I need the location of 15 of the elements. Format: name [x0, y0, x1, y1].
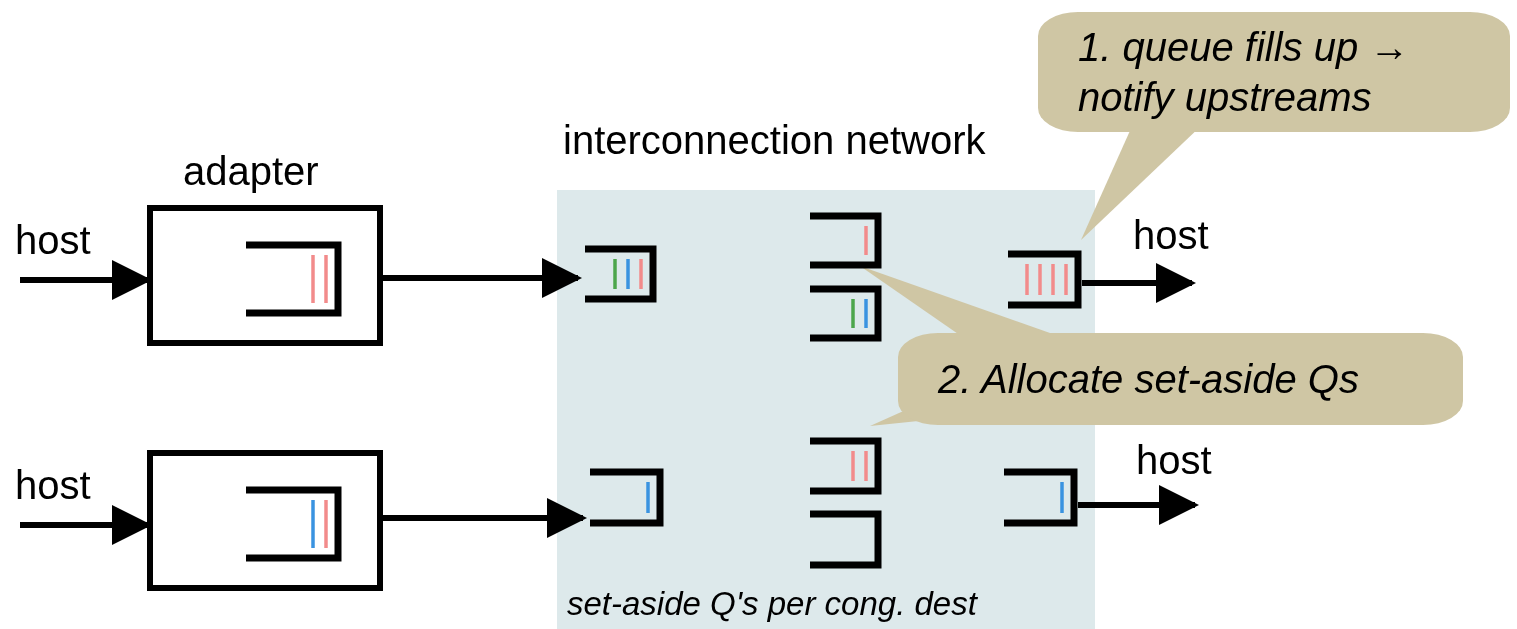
arrow [1078, 485, 1199, 525]
host-label: host [15, 463, 110, 507]
host-label: host [1133, 213, 1233, 261]
host-label: host [1136, 438, 1236, 486]
arrow [383, 498, 587, 538]
callout-bubble [898, 333, 1463, 425]
panel-caption: set-aside Q's per cong. dest [567, 585, 977, 623]
callout-text: 2. Allocate set-aside Qs [938, 356, 1359, 403]
arrow [383, 258, 582, 298]
box-heading: adapter [183, 149, 319, 194]
arrow [1082, 263, 1196, 303]
host-label: host [15, 218, 110, 262]
panel-title: interconnection network [563, 118, 986, 163]
adapter-box [147, 450, 383, 591]
callout-text: 1. queue fills up → notify upstreams [1078, 24, 1411, 121]
